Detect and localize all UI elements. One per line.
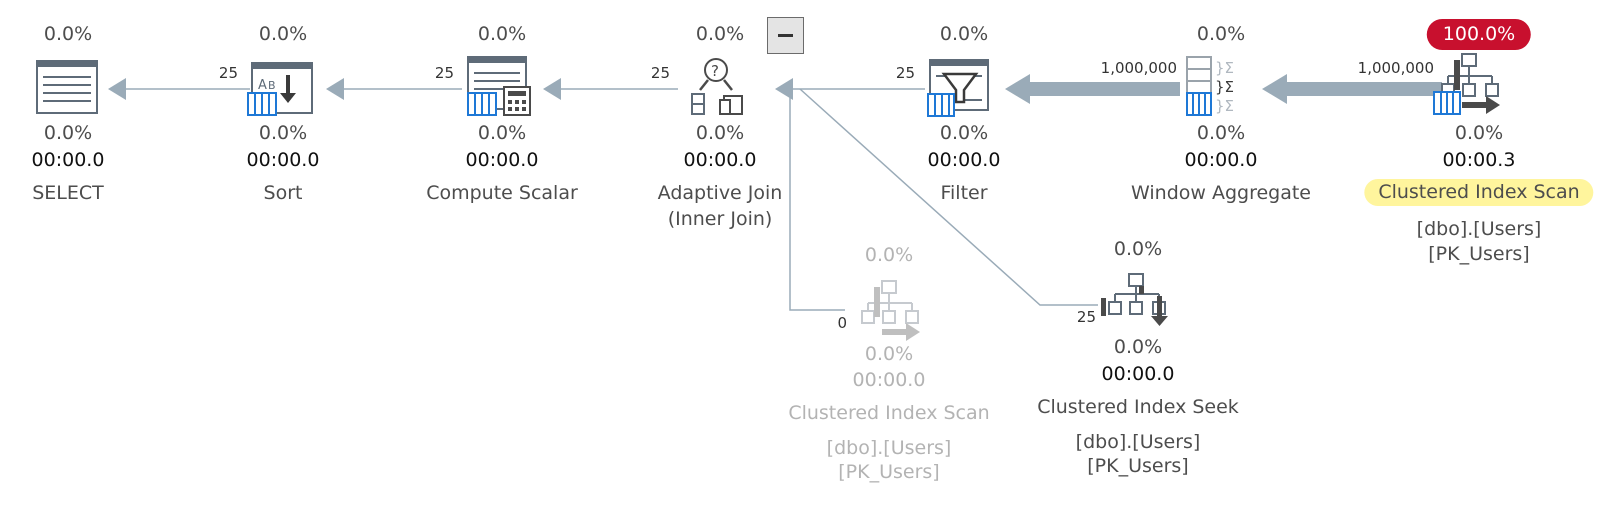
cost-percent: 0.0% bbox=[695, 23, 745, 45]
cpu-percent: 0.0% bbox=[695, 122, 745, 144]
rows-join-to-compute: 25 bbox=[650, 64, 670, 82]
elapsed-time: 00:00.0 bbox=[927, 149, 1001, 171]
rows-scan-to-window: 1,000,000 bbox=[1357, 59, 1434, 77]
filter-icon[interactable] bbox=[927, 59, 989, 117]
svg-text:}Σ: }Σ bbox=[1215, 97, 1234, 115]
flow-arrows-thick bbox=[1005, 74, 1442, 104]
elapsed-time: 00:00.0 bbox=[852, 369, 926, 391]
adaptive-join-icon[interactable]: ? bbox=[691, 58, 743, 115]
index-name: [PK_Users] bbox=[1087, 455, 1189, 477]
elapsed-time: 00:00.0 bbox=[1101, 363, 1175, 385]
clustered-index-seek-icon[interactable] bbox=[1101, 273, 1168, 326]
svg-text:}Σ: }Σ bbox=[1215, 59, 1234, 77]
cost-percent: 0.0% bbox=[43, 23, 93, 45]
cpu-percent: 0.0% bbox=[43, 122, 93, 144]
cost-percent: 0.0% bbox=[1113, 238, 1163, 260]
rows-seek-to-join: 25 bbox=[1076, 308, 1096, 326]
elapsed-time: 00:00.0 bbox=[683, 149, 757, 171]
flow-arrows bbox=[108, 78, 1098, 311]
object-name: [dbo].[Users] bbox=[1075, 431, 1201, 453]
arrowhead-scan-to-window bbox=[1262, 74, 1287, 104]
svg-text:?: ? bbox=[711, 62, 719, 80]
index-name: [PK_Users] bbox=[1428, 243, 1530, 265]
elapsed-time: 00:00.0 bbox=[1184, 149, 1258, 171]
arrow-window-to-filter bbox=[1028, 82, 1180, 96]
cost-percent: 0.0% bbox=[939, 23, 989, 45]
operator-name: Clustered Index Seek bbox=[1037, 396, 1239, 418]
cost-percent: 0.0% bbox=[258, 23, 308, 45]
clustered-index-scan-inactive-icon[interactable] bbox=[861, 280, 920, 341]
elapsed-time: 00:00.0 bbox=[465, 149, 539, 171]
arrow-scan-bottom-to-join bbox=[789, 89, 845, 311]
operator-name: Compute Scalar bbox=[426, 182, 578, 204]
rows-filter-to-join: 25 bbox=[895, 64, 915, 82]
operator-name: Filter bbox=[940, 182, 988, 204]
cpu-percent: 0.0% bbox=[1113, 336, 1163, 358]
window-aggregate-icon[interactable]: }Σ }Σ }Σ bbox=[1186, 56, 1234, 116]
cost-percent-badge: 100.0% bbox=[1426, 19, 1532, 50]
operator-subname: (Inner Join) bbox=[667, 208, 773, 230]
cost-percent: 0.0% bbox=[1196, 23, 1246, 45]
operator-name: Window Aggregate bbox=[1131, 182, 1311, 204]
cpu-percent: 0.0% bbox=[258, 122, 308, 144]
clustered-index-scan-icon[interactable] bbox=[1433, 53, 1500, 115]
cpu-percent: 0.0% bbox=[939, 122, 989, 144]
select-icon[interactable] bbox=[36, 60, 98, 114]
arrowhead-window-to-filter bbox=[1005, 74, 1030, 104]
object-name: [dbo].[Users] bbox=[826, 437, 952, 459]
operator-name-highlighted: Clustered Index Scan bbox=[1364, 179, 1594, 206]
index-name: [PK_Users] bbox=[838, 461, 940, 483]
arrowhead-compute-to-sort bbox=[326, 78, 344, 100]
compute-scalar-icon[interactable] bbox=[467, 56, 531, 116]
svg-text:}Σ: }Σ bbox=[1215, 78, 1234, 96]
sort-icon[interactable]: A B bbox=[247, 62, 313, 116]
rows-scan-bottom-to-join: 0 bbox=[837, 314, 847, 332]
collapse-branch-button[interactable] bbox=[767, 17, 804, 54]
elapsed-time: 00:00.0 bbox=[31, 149, 105, 171]
cpu-percent: 0.0% bbox=[1454, 122, 1504, 144]
svg-text:A: A bbox=[258, 78, 267, 93]
elapsed-time: 00:00.0 bbox=[246, 149, 320, 171]
operator-name: Sort bbox=[263, 182, 303, 204]
operator-name: SELECT bbox=[32, 182, 104, 204]
operator-name: Adaptive Join bbox=[657, 182, 783, 204]
cost-percent: 0.0% bbox=[477, 23, 527, 45]
svg-text:B: B bbox=[268, 79, 276, 92]
arrowhead-sort-to-select bbox=[108, 78, 126, 100]
minus-icon bbox=[778, 34, 793, 37]
arrow-scan-to-window bbox=[1285, 82, 1442, 96]
rows-compute-to-sort: 25 bbox=[434, 64, 454, 82]
cost-percent: 0.0% bbox=[864, 244, 914, 266]
rows-window-to-filter: 1,000,000 bbox=[1100, 59, 1177, 77]
arrow-seek-to-join bbox=[799, 88, 1098, 306]
arrowhead-filter-to-join bbox=[775, 78, 793, 100]
arrowhead-join-to-compute bbox=[543, 78, 561, 100]
elapsed-time: 00:00.3 bbox=[1442, 149, 1516, 171]
object-name: [dbo].[Users] bbox=[1416, 218, 1542, 240]
operator-name: Clustered Index Scan bbox=[788, 402, 990, 424]
cpu-percent: 0.0% bbox=[864, 343, 914, 365]
cpu-percent: 0.0% bbox=[1196, 122, 1246, 144]
cpu-percent: 0.0% bbox=[477, 122, 527, 144]
rows-sort-to-select: 25 bbox=[218, 64, 238, 82]
